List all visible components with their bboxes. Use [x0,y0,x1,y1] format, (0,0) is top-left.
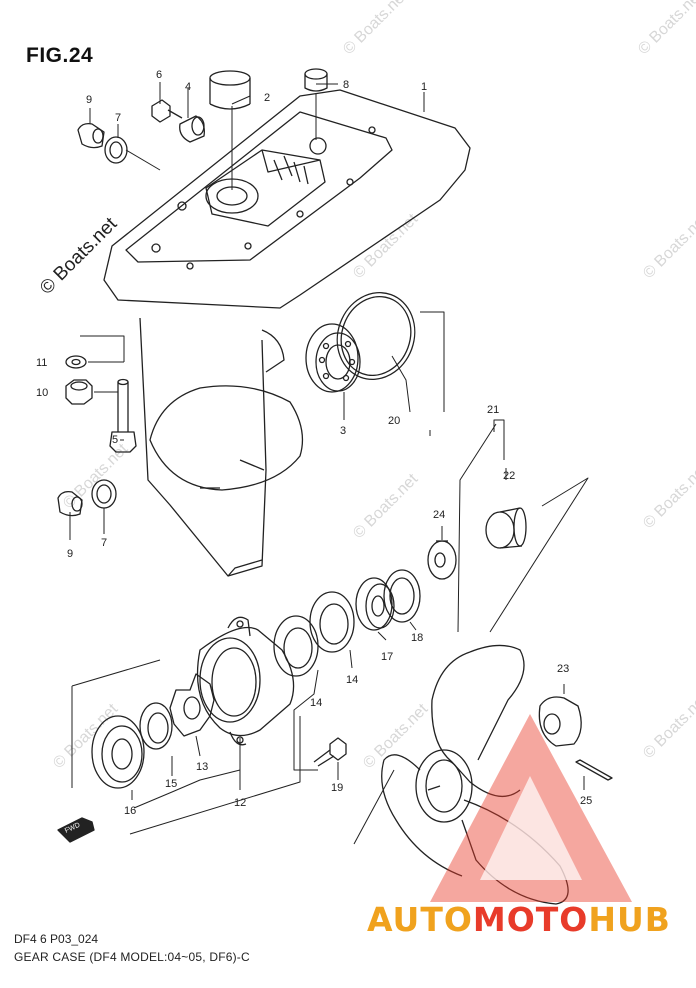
part-9-plug-bottom [57,490,83,517]
part-5-stud-bolt [109,378,137,453]
callout-24: 24 [433,509,445,521]
callout-4: 4 [185,81,191,93]
part-13-tab-washer [169,673,215,737]
part-12-bearing-housing [196,616,295,746]
brand-part-auto: AUTO [367,900,473,939]
callout-19: 19 [331,782,343,794]
part-24-washer [427,540,457,580]
part-17-seal [355,577,395,631]
callout-16: 16 [124,805,136,817]
callout-labels: 1 2 3 4 5 6 7 7 8 9 9 10 11 12 13 14 14 … [36,69,592,835]
callout-10: 10 [36,387,48,399]
callout-18: 18 [411,632,423,644]
callout-11: 11 [36,357,47,369]
part-18-seal [383,569,421,623]
callout-9: 9 [67,548,73,560]
part-10-nut [65,379,93,405]
callout-3: 3 [340,425,346,437]
callout-5: 5 [112,434,118,446]
part-14-bearing-inner [273,615,319,677]
callout-6: 6 [156,69,162,81]
brand-part-hub: HUB [588,900,671,939]
figure-title: FIG.24 [26,44,94,67]
callout-9: 9 [86,94,92,106]
part-8-cap [304,68,328,92]
callout-7: 7 [101,537,107,549]
brand-part-moto: MOTO [472,900,589,939]
gear-case-housing [103,89,471,577]
callout-17: 17 [381,651,393,663]
callout-23: 23 [557,663,569,675]
forward-arrow [57,817,95,843]
part-14-bearing-outer [309,591,355,653]
callout-1: 1 [421,81,427,93]
part-4-spacer [179,115,205,143]
callout-22: 22 [503,470,515,482]
part-19-bolt [313,737,347,767]
part-3-bearing [305,323,361,393]
part-6-bolt [151,99,183,123]
figure-code: DF4 6 P03_024 [14,932,99,946]
callout-21: 21 [487,404,499,416]
callout-12: 12 [234,797,246,809]
callout-14: 14 [310,697,322,709]
part-7-gasket-bottom [91,479,117,509]
part-9-plug-top [77,122,105,149]
callout-20: 20 [388,415,400,427]
callout-13: 13 [196,761,208,773]
part-7-gasket-top [104,136,128,164]
part-16-bearing [91,715,145,789]
callout-14: 14 [346,674,358,686]
callout-7: 7 [115,112,121,124]
callout-25: 25 [580,795,592,807]
figure-description: GEAR CASE (DF4 MODEL:04~05, DF6)-C [14,950,250,964]
part-15-seal [139,702,173,750]
part-25-cotter-pin [575,759,613,781]
part-22-bushing [485,507,527,549]
callout-8: 8 [343,79,349,91]
callout-2: 2 [264,92,270,104]
callout-15: 15 [165,778,177,790]
autmotohub-logo-mark [430,714,632,902]
brand-wordmark: AUTOMOTOHUB [367,900,671,939]
part-23-propeller-nut [538,696,582,747]
part-2-bushing [209,70,251,110]
part-11-washer [65,355,87,369]
part-20-o-ring [336,292,416,380]
leader-lines [69,82,589,845]
